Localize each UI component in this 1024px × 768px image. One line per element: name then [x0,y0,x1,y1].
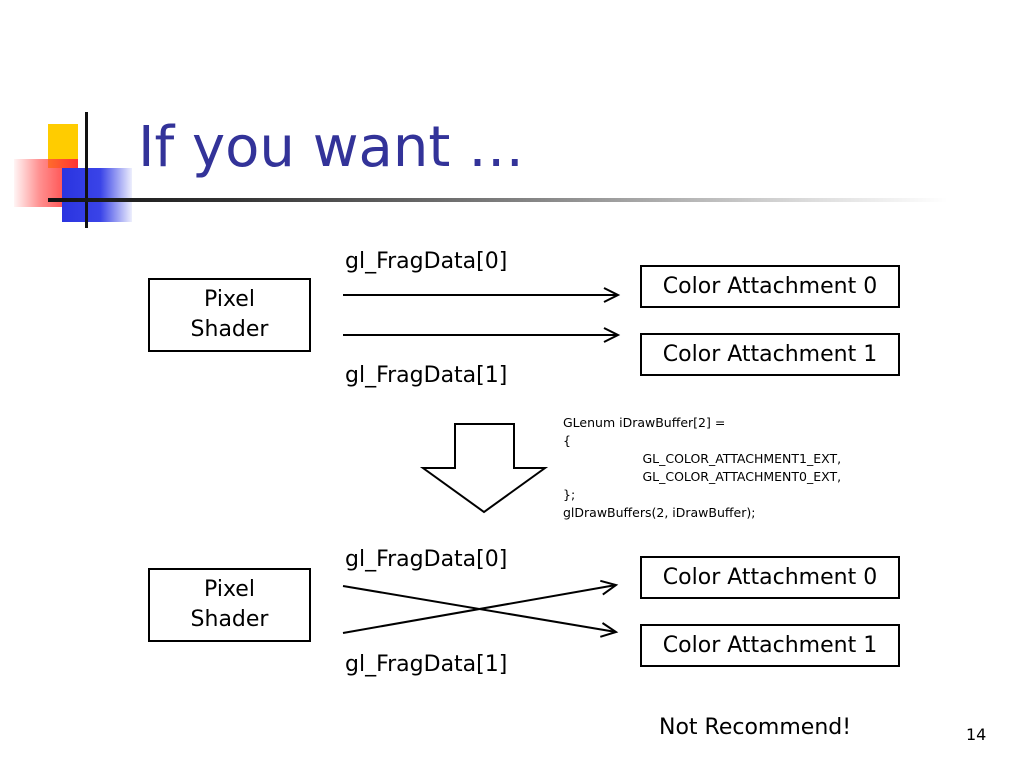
page-number: 14 [966,725,987,744]
top-attachment-1-label: Color Attachment 1 [662,341,878,367]
bottom-arrow-fragdata1 [342,584,617,634]
top-fragdata1-label: gl_FragData[1] [345,363,508,388]
top-pixel-shader-box: Pixel Shader [148,278,311,352]
bottom-color-attachment-1-box: Color Attachment 1 [640,624,900,667]
bottom-attachment-0-label: Color Attachment 0 [662,564,878,590]
title-decoration-blue-square [62,168,132,222]
slide-title: If you want … [138,115,525,180]
bottom-shader-label-line1: Pixel [204,577,255,602]
big-down-arrow-icon [419,423,549,514]
bottom-arrowhead-0 [600,622,619,638]
top-color-attachment-0-box: Color Attachment 0 [640,265,900,308]
bottom-arrowhead-1 [600,579,619,596]
bottom-color-attachment-0-box: Color Attachment 0 [640,556,900,599]
draw-buffers-code-snippet: GLenum iDrawBuffer[2] = { GL_COLOR_ATTAC… [563,415,842,520]
top-color-attachment-1-box: Color Attachment 1 [640,333,900,376]
top-shader-label-line1: Pixel [204,287,255,312]
bottom-fragdata1-label: gl_FragData[1] [345,652,508,677]
not-recommended-note: Not Recommend! [659,715,852,740]
title-decoration-vertical-line [85,112,88,228]
top-fragdata0-label: gl_FragData[0] [345,249,508,274]
top-attachment-0-label: Color Attachment 0 [662,273,878,299]
bottom-fragdata0-label: gl_FragData[0] [345,547,508,572]
bottom-pixel-shader-box: Pixel Shader [148,568,311,642]
bottom-shader-label-line2: Shader [190,607,269,632]
title-underline-rule [48,198,948,202]
bottom-attachment-1-label: Color Attachment 1 [662,632,878,658]
top-arrowhead-1 [603,327,621,343]
top-shader-label-line2: Shader [190,317,269,342]
top-arrowhead-0 [603,287,621,303]
